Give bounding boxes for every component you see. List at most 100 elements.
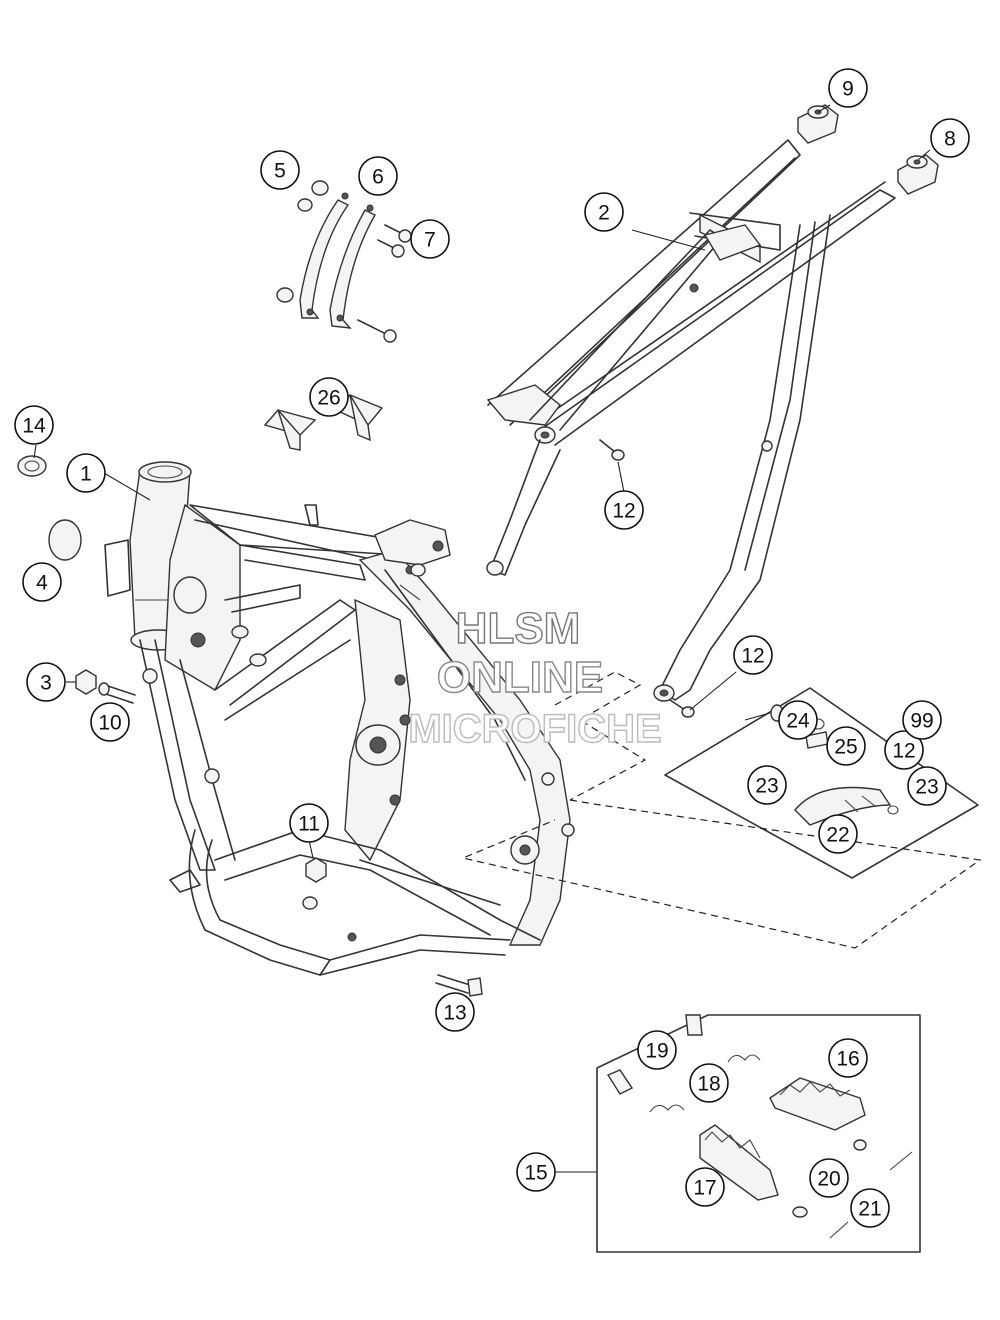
callout-circle	[733, 635, 773, 675]
callout-circle	[358, 156, 398, 196]
callout-1: 1	[66, 453, 106, 493]
callout-circle	[907, 766, 947, 806]
callout-11: 11	[289, 803, 329, 843]
callout-circle	[778, 700, 818, 740]
callout-20: 20	[809, 1158, 849, 1198]
bolt-12-upper	[599, 439, 625, 461]
callout-label: 20	[817, 1168, 840, 1191]
callout-circle	[435, 992, 475, 1032]
callout-9: 9	[828, 68, 868, 108]
bolt-12-lower	[669, 699, 695, 718]
callout-label: 21	[858, 1198, 881, 1221]
callout-12: 12	[733, 635, 773, 675]
callout-circle	[930, 118, 970, 158]
callout-10: 10	[90, 702, 130, 742]
callout-label: 23	[915, 776, 938, 799]
callout-label: 6	[372, 166, 384, 189]
callout-25: 25	[826, 726, 866, 766]
callout-circle	[22, 562, 62, 602]
callout-17: 17	[685, 1167, 725, 1207]
callout-12: 12	[884, 730, 924, 770]
kit-99	[664, 687, 979, 879]
callout-15: 15	[516, 1152, 556, 1192]
watermark-line-3: MICROFICHE	[408, 707, 661, 751]
callout-circle	[584, 192, 624, 232]
callout-26: 26	[309, 377, 349, 417]
callout-16: 16	[828, 1038, 868, 1078]
callout-circle	[818, 814, 858, 854]
callout-label: 1	[80, 463, 92, 486]
callout-2: 2	[584, 192, 624, 232]
callout-24: 24	[778, 700, 818, 740]
callout-circle	[66, 453, 106, 493]
callout-23: 23	[907, 766, 947, 806]
callout-19: 19	[637, 1030, 677, 1070]
callout-4: 4	[22, 562, 62, 602]
callout-7: 7	[410, 219, 450, 259]
callout-label: 26	[317, 387, 340, 410]
callout-label: 19	[645, 1040, 668, 1063]
plug-4	[48, 519, 82, 561]
callout-label: 12	[892, 740, 915, 763]
decal-set	[263, 394, 384, 451]
callout-5: 5	[260, 150, 300, 190]
callout-circle	[828, 68, 868, 108]
callout-circle	[604, 490, 644, 530]
callout-12: 12	[604, 490, 644, 530]
callout-99: 99	[902, 700, 942, 740]
callout-circle	[809, 1158, 849, 1198]
callout-label: 14	[22, 415, 46, 438]
callout-circle	[850, 1188, 890, 1228]
callout-label: 9	[842, 78, 854, 101]
callout-circle	[637, 1030, 677, 1070]
callout-circle	[747, 765, 787, 805]
callout-circle	[26, 662, 66, 702]
callout-circle	[828, 1038, 868, 1078]
bolt-13	[435, 974, 483, 997]
ring-14	[17, 455, 47, 477]
callout-14: 14	[14, 405, 54, 445]
callout-label: 17	[693, 1177, 716, 1200]
callout-label: 5	[274, 160, 286, 183]
callout-circle	[14, 405, 54, 445]
end-cap-9	[797, 104, 839, 144]
callout-label: 25	[834, 736, 857, 759]
callout-circle	[260, 150, 300, 190]
callout-21: 21	[850, 1188, 890, 1228]
callout-label: 13	[443, 1002, 466, 1025]
strap-set	[276, 180, 412, 343]
callout-circle	[410, 219, 450, 259]
watermark-line-2: ONLINE	[437, 653, 603, 702]
callout-circle	[884, 730, 924, 770]
callout-label: 24	[786, 710, 810, 733]
callout-3: 3	[26, 662, 66, 702]
callout-label: 2	[598, 202, 610, 225]
callout-label: 11	[298, 813, 320, 836]
callout-label: 8	[944, 128, 956, 151]
nut-3	[75, 669, 97, 695]
callout-circle	[902, 700, 942, 740]
callout-label: 3	[40, 672, 52, 695]
callout-13: 13	[435, 992, 475, 1032]
callout-circle	[309, 377, 349, 417]
callout-label: 18	[697, 1073, 720, 1096]
bolt-10	[98, 682, 136, 704]
leader-lines	[33, 104, 931, 1173]
callout-label: 15	[524, 1162, 547, 1185]
assembly-guides	[461, 671, 982, 949]
watermark: HLSM ONLINE MICROFICHE	[408, 603, 663, 751]
callout-label: 22	[826, 824, 849, 847]
callout-18: 18	[689, 1063, 729, 1103]
callout-circle	[289, 803, 329, 843]
callout-label: 7	[424, 229, 436, 252]
callout-circle	[685, 1167, 725, 1207]
callout-circle	[689, 1063, 729, 1103]
callout-label: 4	[36, 572, 48, 595]
main-frame	[104, 461, 575, 976]
callout-23: 23	[747, 765, 787, 805]
callout-22: 22	[818, 814, 858, 854]
callout-circle	[516, 1152, 556, 1192]
